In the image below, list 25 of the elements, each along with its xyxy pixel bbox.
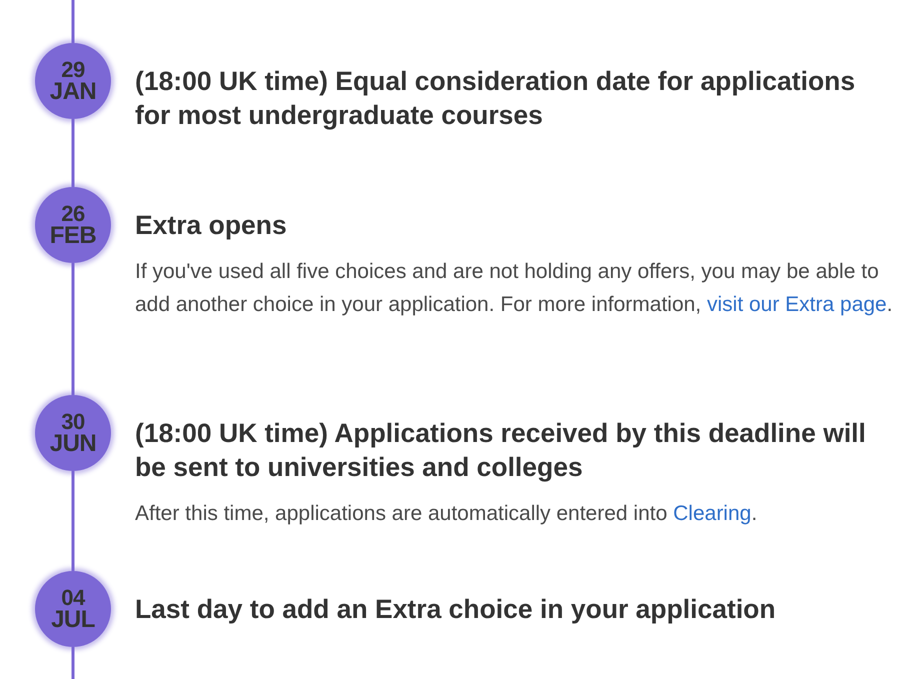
timeline-line [72, 0, 74, 43]
date-day: 26 [61, 203, 85, 225]
date-circle [35, 187, 111, 263]
event-title: (18:00 UK time) Equal consideration date for applications for most undergraduate courses [135, 65, 856, 132]
link: Clearing [673, 502, 752, 525]
date-month: JUN [50, 433, 96, 455]
date-day: 04 [61, 587, 85, 609]
timeline-line [72, 263, 74, 395]
event-description: After this time, applications are automatically entered into Clearing. [135, 501, 758, 527]
date-circle [35, 571, 111, 647]
date-month: JAN [50, 81, 96, 103]
timeline-line [72, 119, 74, 187]
event-title: Extra opens [135, 209, 288, 242]
event-title: Last day to add an Extra choice in your application [135, 593, 777, 626]
timeline-line [72, 471, 74, 571]
date-day: 30 [61, 411, 85, 433]
date-circle [35, 43, 111, 119]
date-month: JUL [51, 609, 95, 631]
timeline-line [72, 647, 74, 679]
event-description: If you've used all five choices and are not holding any offers, you may be able to add another choice in your application. For more information, visit our Extra page. [135, 259, 894, 318]
link: visit our Extra page [706, 293, 887, 316]
event-title: (18:00 UK time) Applications received by this deadline will be sent to universities and colleges [135, 417, 867, 484]
date-day: 29 [61, 59, 85, 81]
date-circle [35, 395, 111, 471]
date-month: FEB [50, 225, 96, 247]
